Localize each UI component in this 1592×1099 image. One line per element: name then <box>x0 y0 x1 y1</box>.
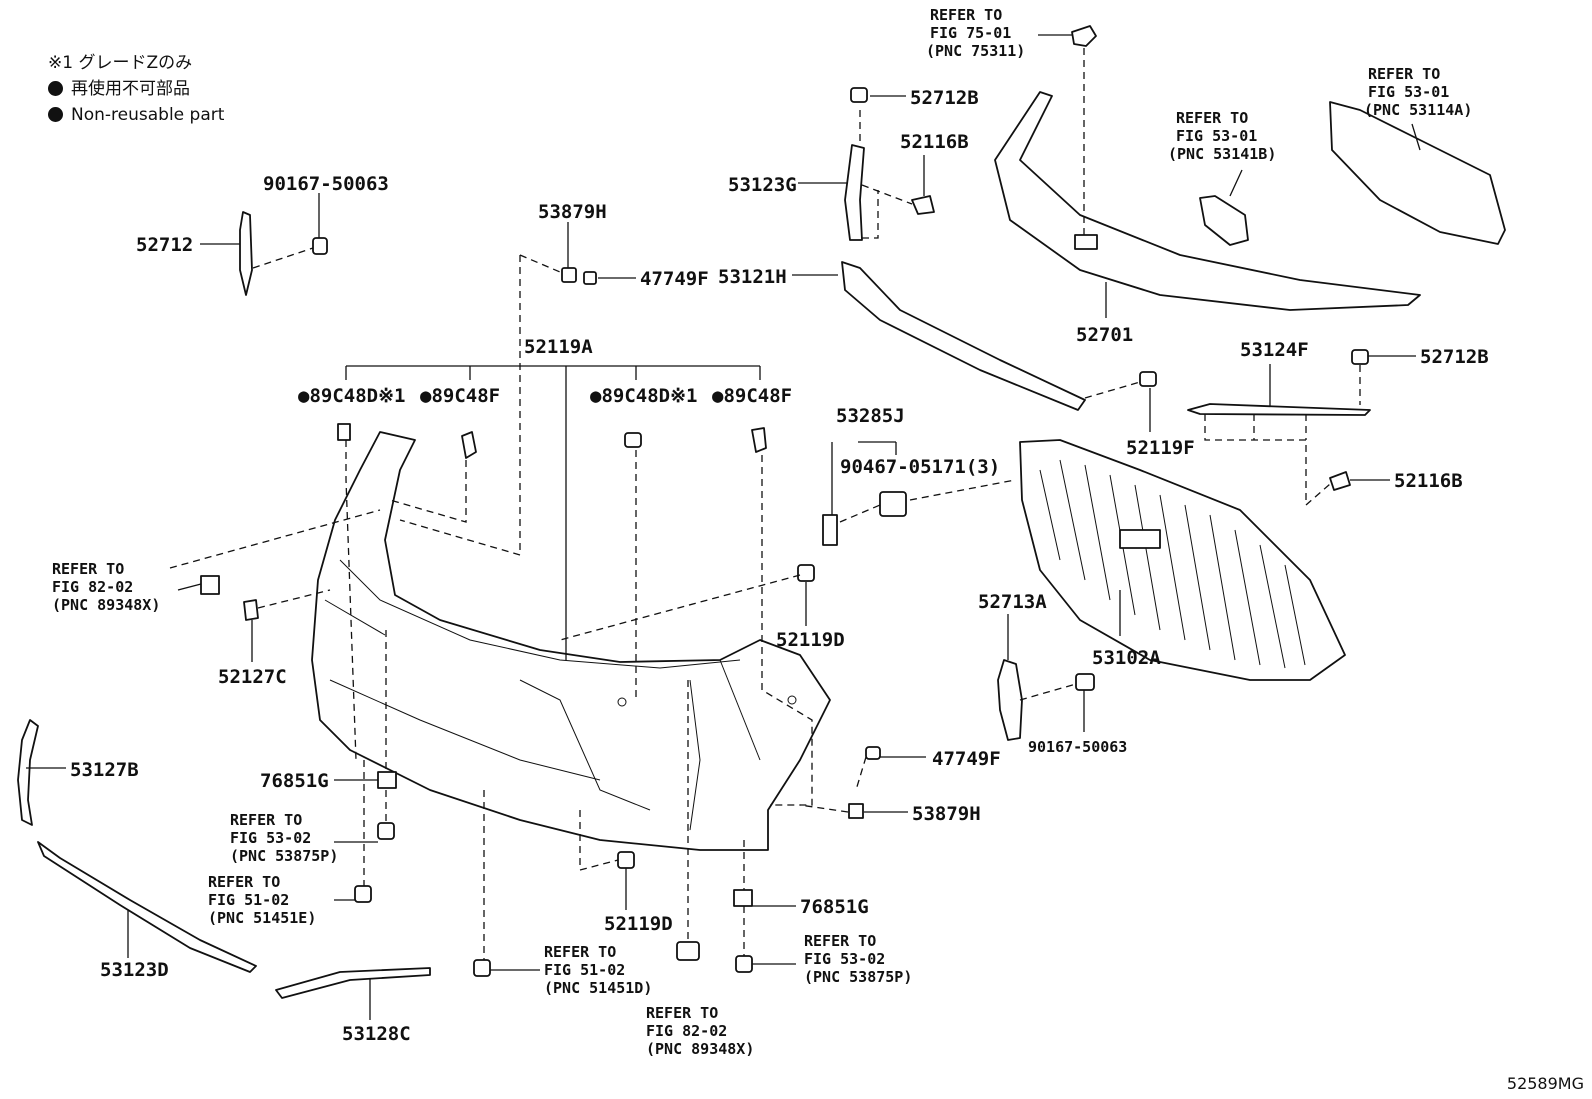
callout-76851G-left: 76851G <box>260 770 329 792</box>
callout-90467-05171: 90467-05171(3) <box>840 456 1000 478</box>
callout-labels: 90167-50063 52712 53879H 47749F 52119A ●… <box>70 87 1489 1045</box>
callout-53121H: 53121H <box>718 266 787 288</box>
callout-53123D: 53123D <box>100 959 169 981</box>
assembly-lines <box>169 48 1361 960</box>
emblem-75311-drawing <box>1071 25 1097 47</box>
callout-52712B-top: 52712B <box>910 87 979 109</box>
lower-grille-strip-drawing <box>841 261 1086 411</box>
callout-53285J: 53285J <box>836 405 905 427</box>
absorber-53114A-drawing <box>1329 101 1506 245</box>
callout-52712: 52712 <box>136 234 193 256</box>
side-garnish-drawing <box>844 144 865 241</box>
callout-90167-50063-top: 90167-50063 <box>263 173 389 195</box>
callout-76851G-right: 76851G <box>800 896 869 918</box>
bullet-icon <box>48 107 63 122</box>
callout-53124F: 53124F <box>1240 339 1309 361</box>
callout-47749F-top: 47749F <box>640 268 709 290</box>
garnish-upper-drawing <box>1187 403 1371 416</box>
refer-fig-82-02-left: REFER TO FIG 82-02 (PNC 89348X) <box>52 560 160 614</box>
callout-53102A: 53102A <box>1092 647 1161 669</box>
lower-trim-53128C-drawing <box>275 967 431 999</box>
bumper-cover-drawing <box>311 431 831 851</box>
legend-nonreusable-ja: 再使用不可部品 <box>48 76 224 102</box>
callout-52712B-right: 52712B <box>1420 346 1489 368</box>
callout-52119D-bottom: 52119D <box>604 913 673 935</box>
refer-fig-51-02-left: REFER TO FIG 51-02 (PNC 51451E) <box>208 873 316 927</box>
catalog-number: 52589MG <box>1506 1074 1584 1093</box>
callout-89C48F-right: ●89C48F <box>712 385 792 407</box>
side-seal-drawing <box>17 719 39 826</box>
bracket-52712-drawing <box>239 211 253 296</box>
callout-52127C: 52127C <box>218 666 287 688</box>
refer-fig-51-02-bottom: REFER TO FIG 51-02 (PNC 51451D) <box>544 943 652 997</box>
callout-52119D-mid: 52119D <box>776 629 845 651</box>
refer-fig-53-01-53141B: REFER TO FIG 53-01 (PNC 53141B) <box>1168 109 1276 163</box>
legend-nonreusable-en: Non-reusable part <box>48 102 224 128</box>
refer-fig-53-01-53114A: REFER TO FIG 53-01 (PNC 53114A) <box>1364 65 1472 119</box>
legend-grade-note: ※1 グレードZのみ <box>48 53 193 73</box>
callout-52116B-top: 52116B <box>900 131 969 153</box>
bracket-52713A-drawing <box>997 659 1023 741</box>
callout-53123G: 53123G <box>728 174 797 196</box>
bracket-53141B-drawing <box>1199 195 1249 246</box>
callout-89C48F-left: ●89C48F <box>420 385 500 407</box>
callout-47749F-bottom: 47749F <box>932 748 1001 770</box>
fasteners <box>200 87 1369 977</box>
callout-52119A: 52119A <box>524 336 593 358</box>
callout-52701: 52701 <box>1076 324 1133 346</box>
grille-drawing <box>1019 439 1346 681</box>
refer-fig-75-01: REFER TO FIG 75-01 (PNC 75311) <box>926 6 1025 60</box>
callout-52119F: 52119F <box>1126 437 1195 459</box>
bullet-icon <box>48 81 63 96</box>
callout-89C48D-right: ●89C48D※1 <box>590 385 697 407</box>
callout-53127B: 53127B <box>70 759 139 781</box>
callout-52713A: 52713A <box>978 591 1047 613</box>
leader-lines <box>26 34 1421 1020</box>
callout-53879H-bottom: 53879H <box>912 803 981 825</box>
callout-53128C: 53128C <box>342 1023 411 1045</box>
emblem-drawing <box>1074 234 1098 250</box>
upper-molding-drawing <box>994 91 1421 311</box>
refer-to-blocks: REFER TO FIG 75-01 (PNC 75311) REFER TO … <box>52 6 1472 1058</box>
callout-89C48D-left: ●89C48D※1 <box>298 385 405 407</box>
refer-fig-53-02-left: REFER TO FIG 53-02 (PNC 53875P) <box>230 811 338 865</box>
refer-fig-53-02-right: REFER TO FIG 53-02 (PNC 53875P) <box>804 932 912 986</box>
callout-52116B-right: 52116B <box>1394 470 1463 492</box>
callout-90167-50063-bottom: 90167-50063 <box>1028 738 1127 756</box>
lower-strip-53123D-drawing <box>37 841 257 973</box>
legend: ※1 グレードZのみ 再使用不可部品 Non-reusable part <box>48 50 224 128</box>
callout-53879H-top: 53879H <box>538 201 607 223</box>
refer-fig-82-02-bottom: REFER TO FIG 82-02 (PNC 89348X) <box>646 1004 754 1058</box>
